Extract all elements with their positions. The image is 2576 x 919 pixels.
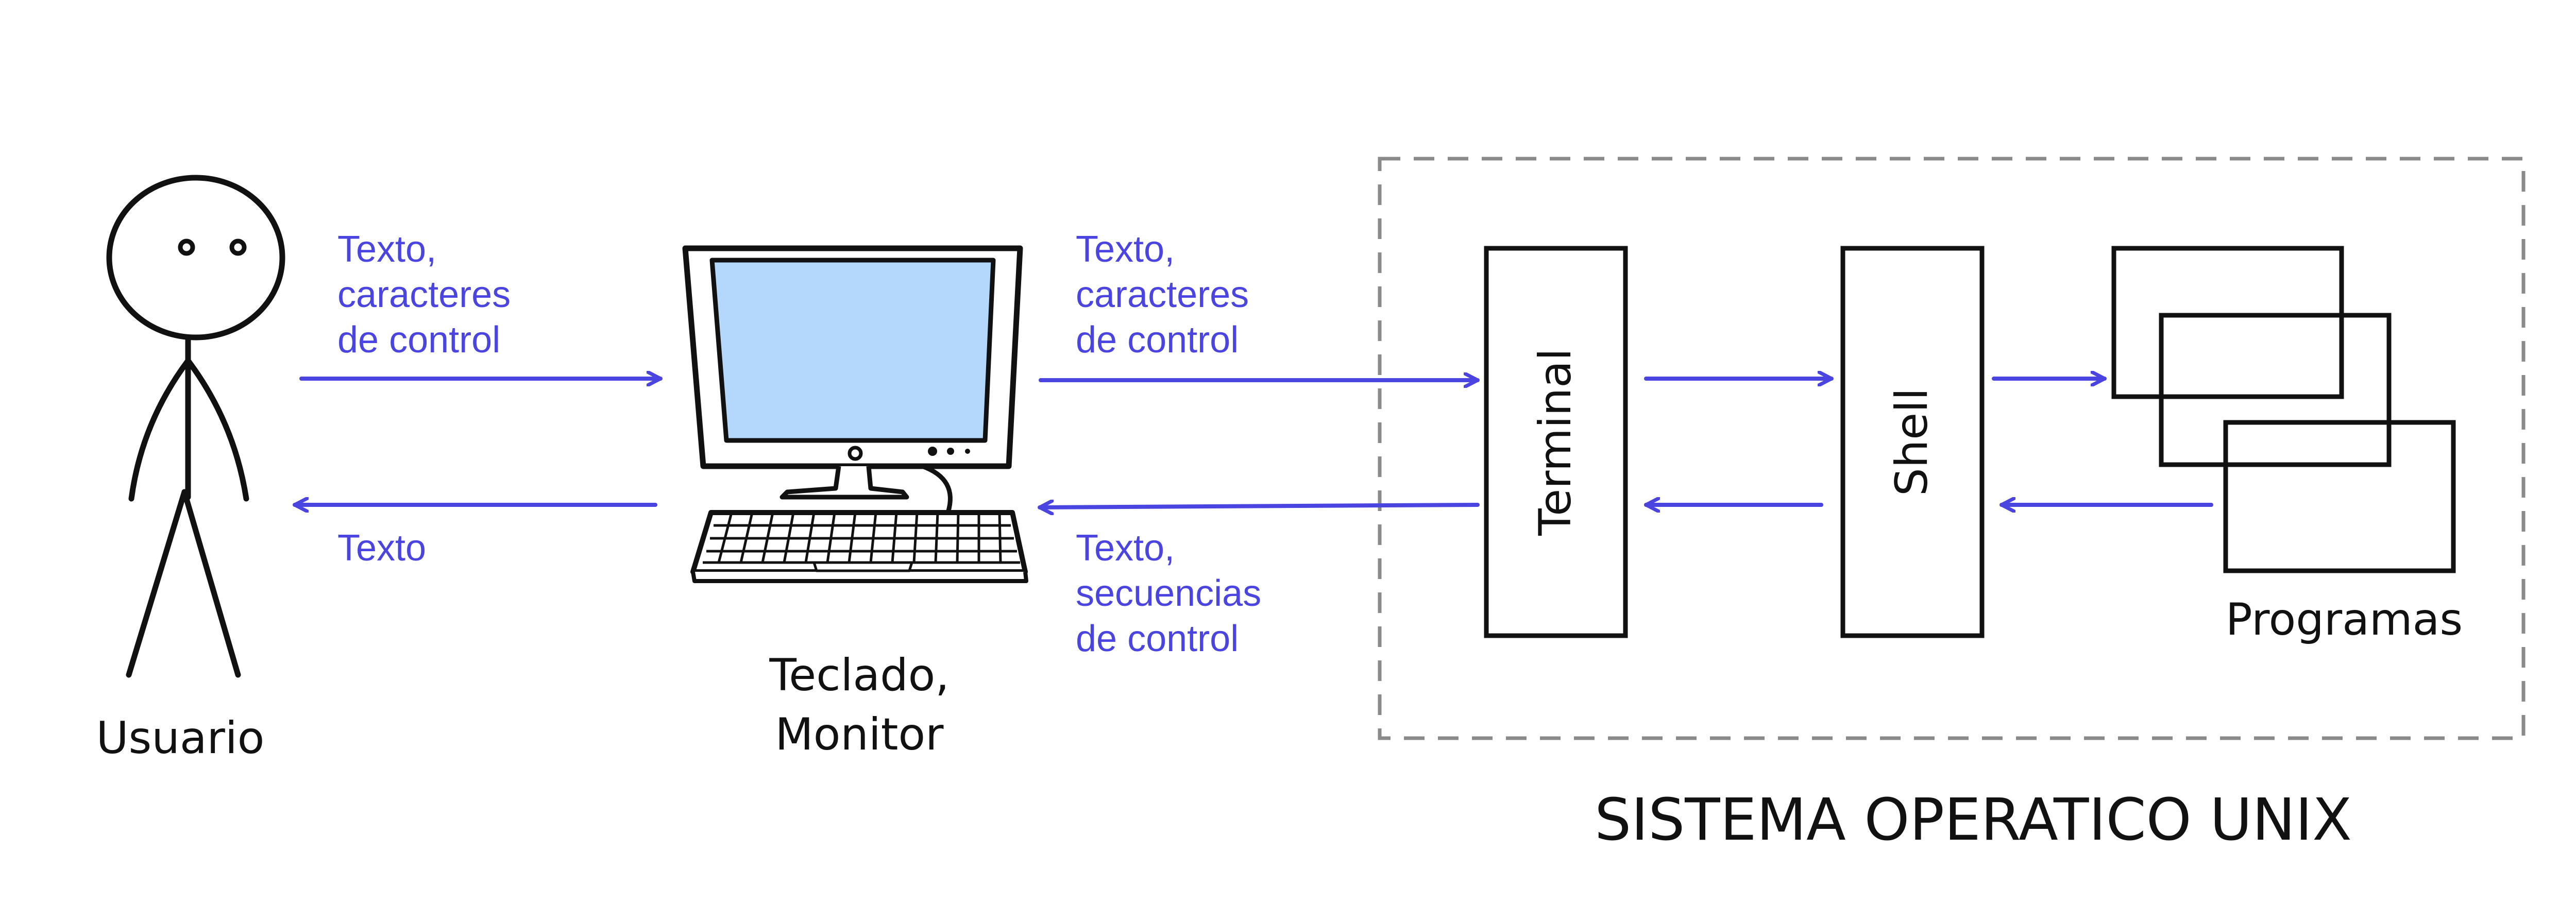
shell-box	[1840, 246, 1985, 638]
program-window-1	[2111, 246, 2344, 399]
edge-label-terminal-to-computer-3: de control	[1076, 618, 1239, 659]
programs-label: Programas	[2226, 594, 2463, 645]
program-window-2	[2159, 313, 2392, 467]
edge-label-computer-to-terminal-3: de control	[1076, 319, 1239, 361]
edge-label-terminal-to-computer-1: Texto,	[1076, 527, 1175, 569]
computer-label-line2: Monitor	[775, 709, 944, 760]
edge-label-computer-to-user: Texto	[337, 527, 426, 569]
edge-label-user-to-computer-2: caracteres	[337, 274, 511, 315]
edge-label-user-to-computer-1: Texto,	[337, 229, 436, 270]
programs-stack	[2111, 246, 2456, 573]
edge-label-computer-to-terminal-2: caracteres	[1076, 274, 1249, 315]
edge-label-user-to-computer-3: de control	[337, 319, 500, 361]
arrow-terminal-to-computer	[1038, 505, 1480, 507]
edge-label-terminal-to-computer-2: secuencias	[1076, 573, 1261, 614]
program-window-3	[2223, 420, 2456, 573]
user-label: Usuario	[96, 712, 265, 764]
computer-label-line1: Teclado,	[769, 650, 949, 701]
os-boundary	[1378, 157, 2526, 740]
os-title: SISTEMA OPERATICO UNIX	[1595, 787, 2352, 854]
stick-figure-icon	[106, 175, 285, 678]
terminal-box	[1484, 246, 1628, 638]
edge-label-computer-to-terminal-1: Texto,	[1076, 229, 1175, 270]
computer-icon	[682, 245, 1028, 583]
shell-label: Shell	[1886, 388, 1938, 496]
terminal-label: Terminal	[1530, 348, 1581, 536]
